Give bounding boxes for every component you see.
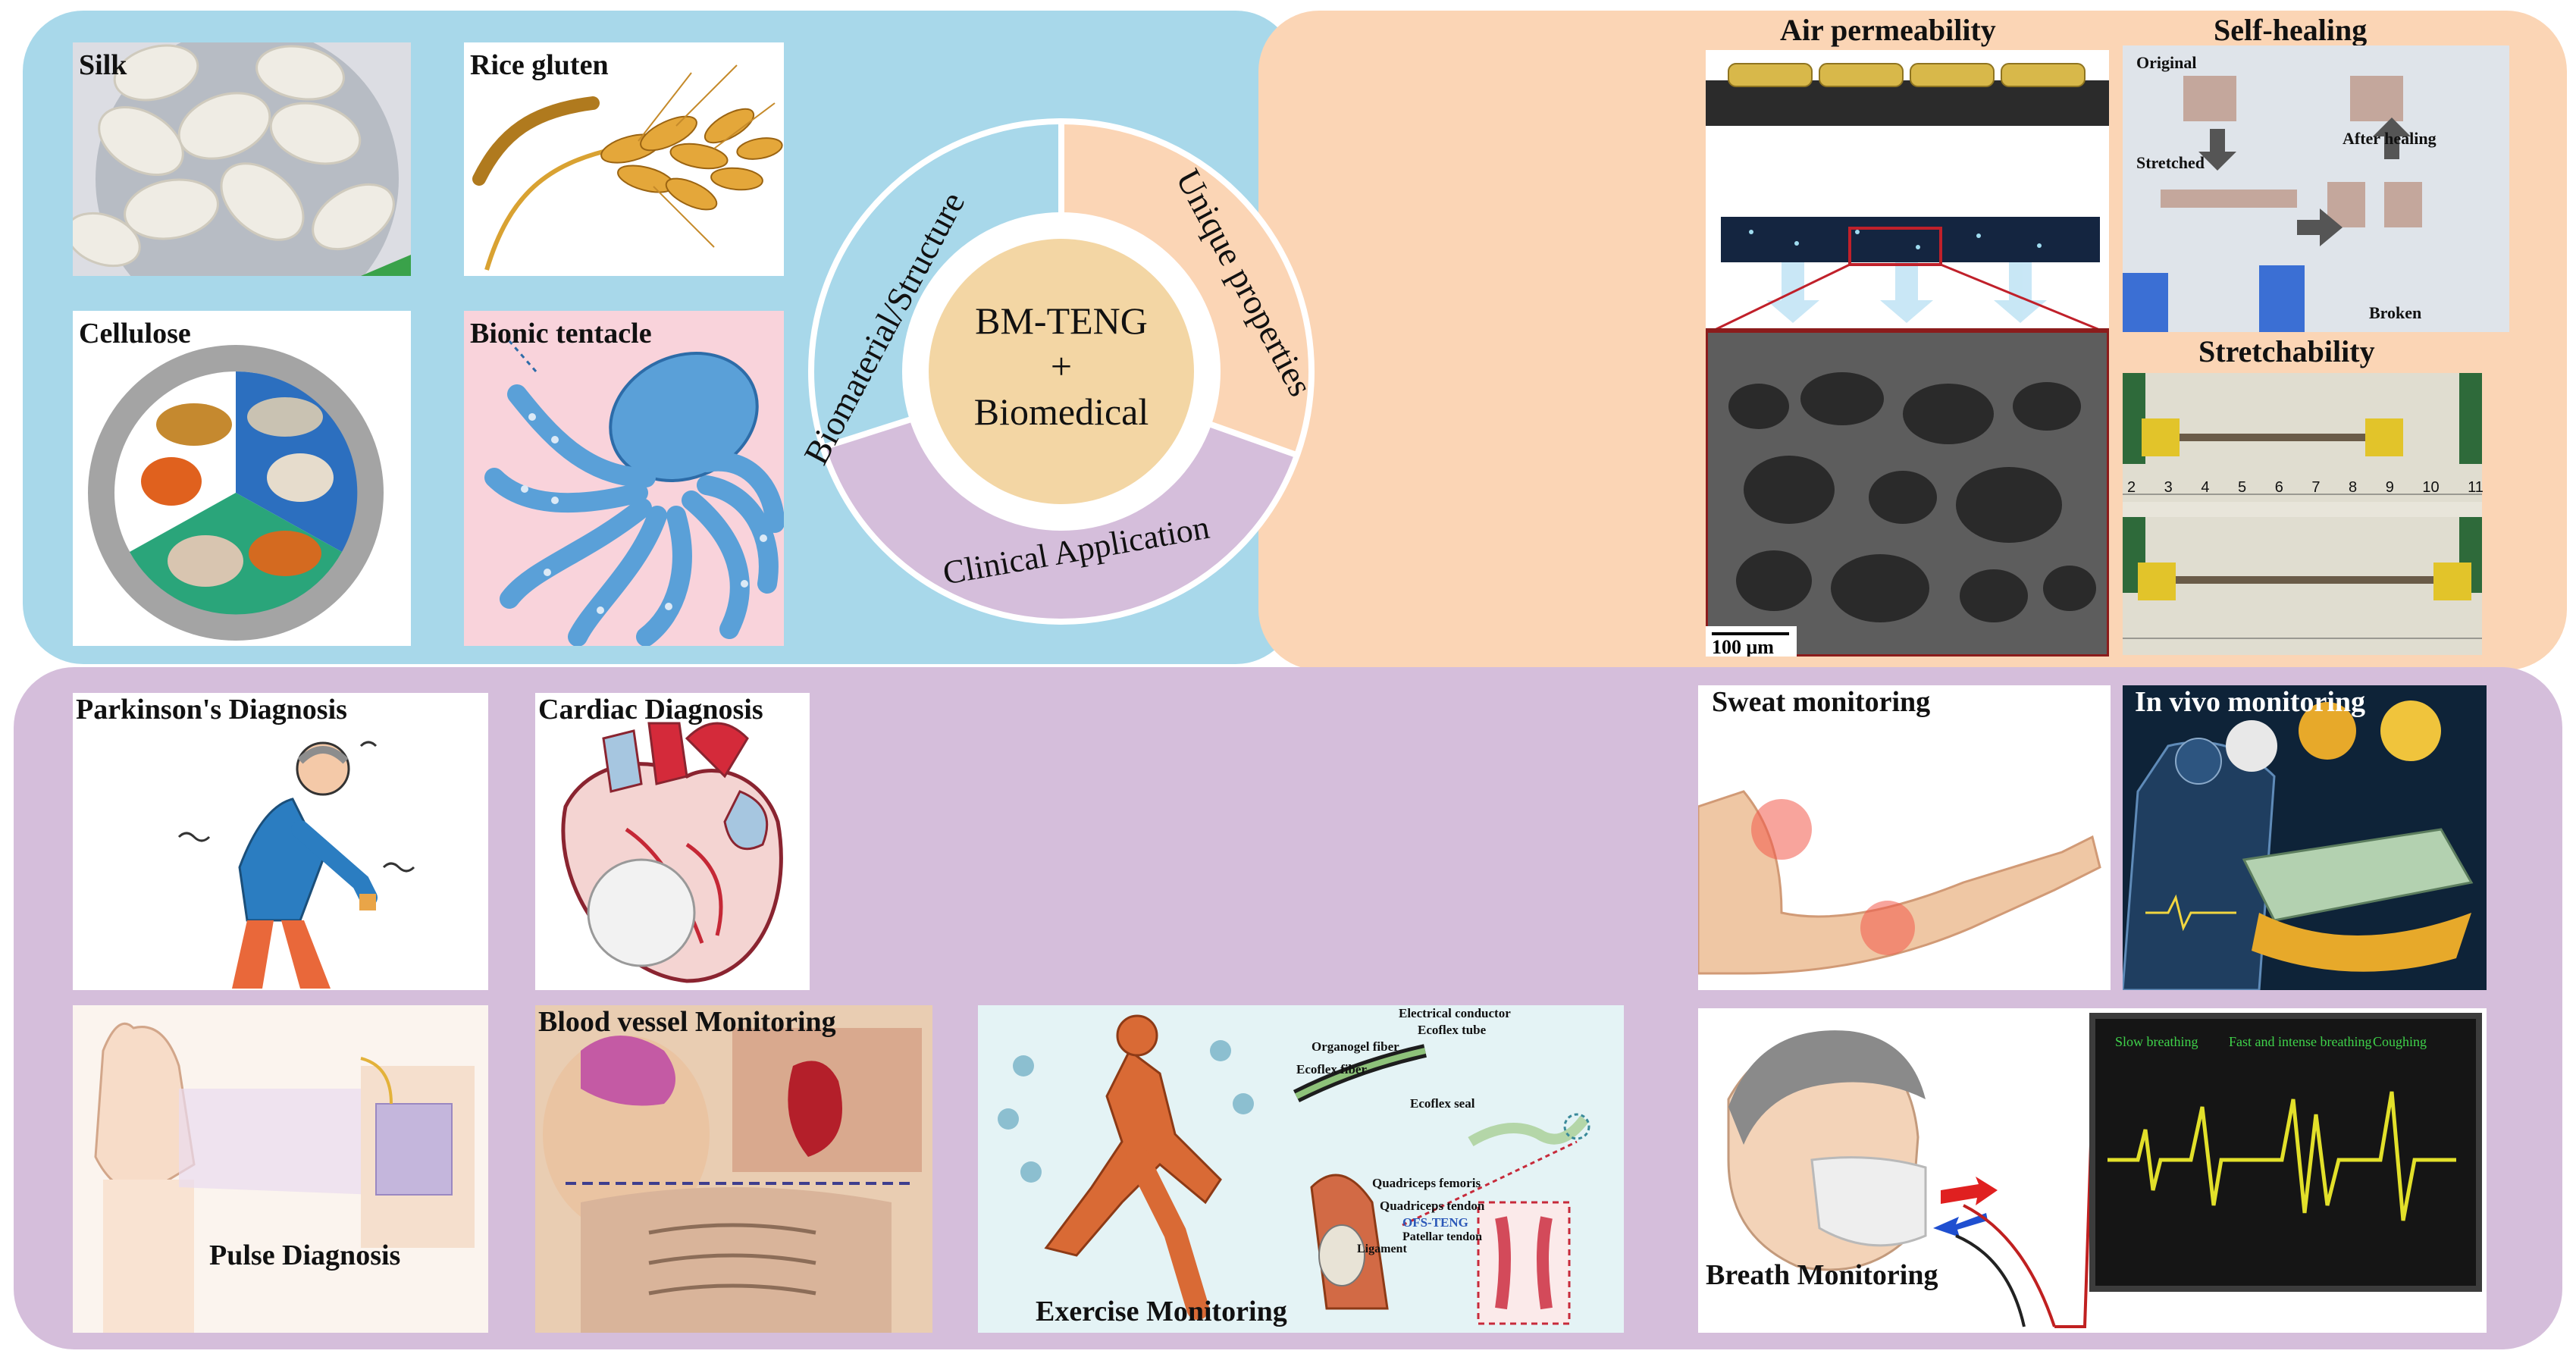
sweat-image <box>1698 790 2101 975</box>
pulse-tile: Pulse Diagnosis <box>73 1005 488 1333</box>
self-healing-title: Self-healing <box>2214 13 2368 47</box>
center-plus: + <box>1051 345 1072 387</box>
breath-label-fast: Fast and intense breathing <box>2229 1034 2371 1049</box>
ruler-number: 11 <box>2468 479 2484 496</box>
breath-image: Slow breathing Fast and intense breathin… <box>1727 1013 2482 1328</box>
exercise-image: Electrical conductor Ecoflex tube Organo… <box>998 1006 1590 1325</box>
octopus-image <box>484 340 784 646</box>
bionic-tentacle-tile: Bionic tentacle <box>464 311 784 646</box>
cardiac-label: Cardiac Diagnosis <box>538 694 763 726</box>
exercise-label-electrical-conductor: Electrical conductor <box>1399 1006 1511 1020</box>
ruler-number: 3 <box>2164 479 2173 496</box>
cellulose-label: Cellulose <box>79 318 191 349</box>
air-permeability-title: Air permeability <box>1780 13 1996 47</box>
breath-signal-trace <box>2107 1091 2456 1221</box>
air-permeability-tile: 100 μm <box>1706 50 2109 657</box>
breath-tile: Slow breathing Fast and intense breathin… <box>1698 1008 2487 1333</box>
pulse-image <box>94 1022 475 1333</box>
parkinsons-label: Parkinson's Diagnosis <box>76 694 347 726</box>
exercise-label-organogel-fiber: Organogel fiber <box>1312 1039 1399 1054</box>
scale-bar-label: 100 μm <box>1712 636 1774 657</box>
exercise-label: Exercise Monitoring <box>1036 1296 1287 1327</box>
rice-gluten-label: Rice gluten <box>470 49 609 81</box>
parkinsons-image <box>177 741 415 989</box>
in-vivo-label: In vivo monitoring <box>2135 686 2366 718</box>
center-circle <box>929 239 1194 504</box>
blood-vessel-tile: Blood vessel Monitoring <box>535 1005 932 1333</box>
air-permeability-image: 100 μm <box>1706 63 2109 657</box>
silk-tile: Silk <box>73 42 411 276</box>
ruler-number: 8 <box>2349 479 2358 496</box>
breath-label-slow: Slow breathing <box>2115 1034 2198 1049</box>
exercise-label-quadriceps-tendon: Quadriceps tendon <box>1380 1199 1485 1213</box>
self-healing-tile: Original Stretched After healing Broken <box>2123 45 2509 332</box>
stretchability-image <box>2123 373 2482 655</box>
stretched-label: Stretched <box>2136 153 2205 172</box>
ruler-number: 4 <box>2201 479 2210 496</box>
in-vivo-image <box>2123 700 2474 990</box>
cardiac-tile: Cardiac Diagnosis <box>535 693 810 990</box>
broken-label: Broken <box>2369 303 2421 322</box>
center-title: BM-TENG <box>975 299 1148 342</box>
pulse-label: Pulse Diagnosis <box>209 1239 401 1271</box>
sweat-label: Sweat monitoring <box>1712 686 1931 718</box>
exercise-label-ecoflex-fiber: Ecoflex fiber <box>1296 1062 1367 1077</box>
stretchability-title: Stretchability <box>2198 334 2375 368</box>
stretchability-tile <box>2123 373 2482 655</box>
silk-label: Silk <box>79 49 127 81</box>
silk-cocoons-image <box>73 42 411 276</box>
in-vivo-tile: In vivo monitoring <box>2123 685 2487 990</box>
exercise-label-ligament: Ligament <box>1357 1243 1407 1255</box>
exercise-label-ofs-teng: OFS-TENG <box>1402 1215 1468 1230</box>
ruler-number: 10 <box>2422 479 2440 496</box>
after-healing-label: After healing <box>2343 129 2437 148</box>
ruler-number: 7 <box>2311 479 2321 496</box>
exercise-label-ecoflex-seal: Ecoflex seal <box>1410 1096 1475 1111</box>
exercise-label-quadriceps-femoris: Quadriceps femoris <box>1372 1176 1481 1190</box>
center-ring: Biomaterial/Structure Unique properties … <box>796 118 1321 625</box>
original-label: Original <box>2136 53 2196 72</box>
cellulose-pie-image <box>88 345 384 641</box>
rice-gluten-tile: Rice gluten <box>464 42 784 276</box>
bionic-tentacle-label: Bionic tentacle <box>470 318 652 349</box>
exercise-label-patellar-tendon: Patellar tendon <box>1402 1230 1482 1243</box>
ruler-number: 5 <box>2238 479 2247 496</box>
ruler-numbers-top: 2 3 4 5 6 7 8 9 10 11 <box>2127 479 2484 497</box>
sweat-tile: Sweat monitoring <box>1698 685 2111 990</box>
self-healing-image: Original Stretched After healing Broken <box>2123 45 2509 332</box>
parkinsons-tile: Parkinson's Diagnosis <box>73 693 488 990</box>
exercise-label-ecoflex-tube: Ecoflex tube <box>1418 1023 1487 1037</box>
heart-image <box>561 722 783 983</box>
cellulose-tile: Cellulose <box>73 311 411 646</box>
ruler-number: 2 <box>2127 479 2136 496</box>
ruler-number: 6 <box>2274 479 2283 496</box>
exercise-tile: Electrical conductor Ecoflex tube Organo… <box>978 1005 1624 1333</box>
center-subtitle: Biomedical <box>974 390 1149 433</box>
breath-label: Breath Monitoring <box>1706 1259 1938 1291</box>
blood-vessel-label: Blood vessel Monitoring <box>538 1006 836 1038</box>
blood-vessel-image <box>543 1028 922 1333</box>
wheat-image <box>472 64 783 271</box>
breath-label-coughing: Coughing <box>2373 1034 2427 1049</box>
ruler-number: 9 <box>2385 479 2394 496</box>
